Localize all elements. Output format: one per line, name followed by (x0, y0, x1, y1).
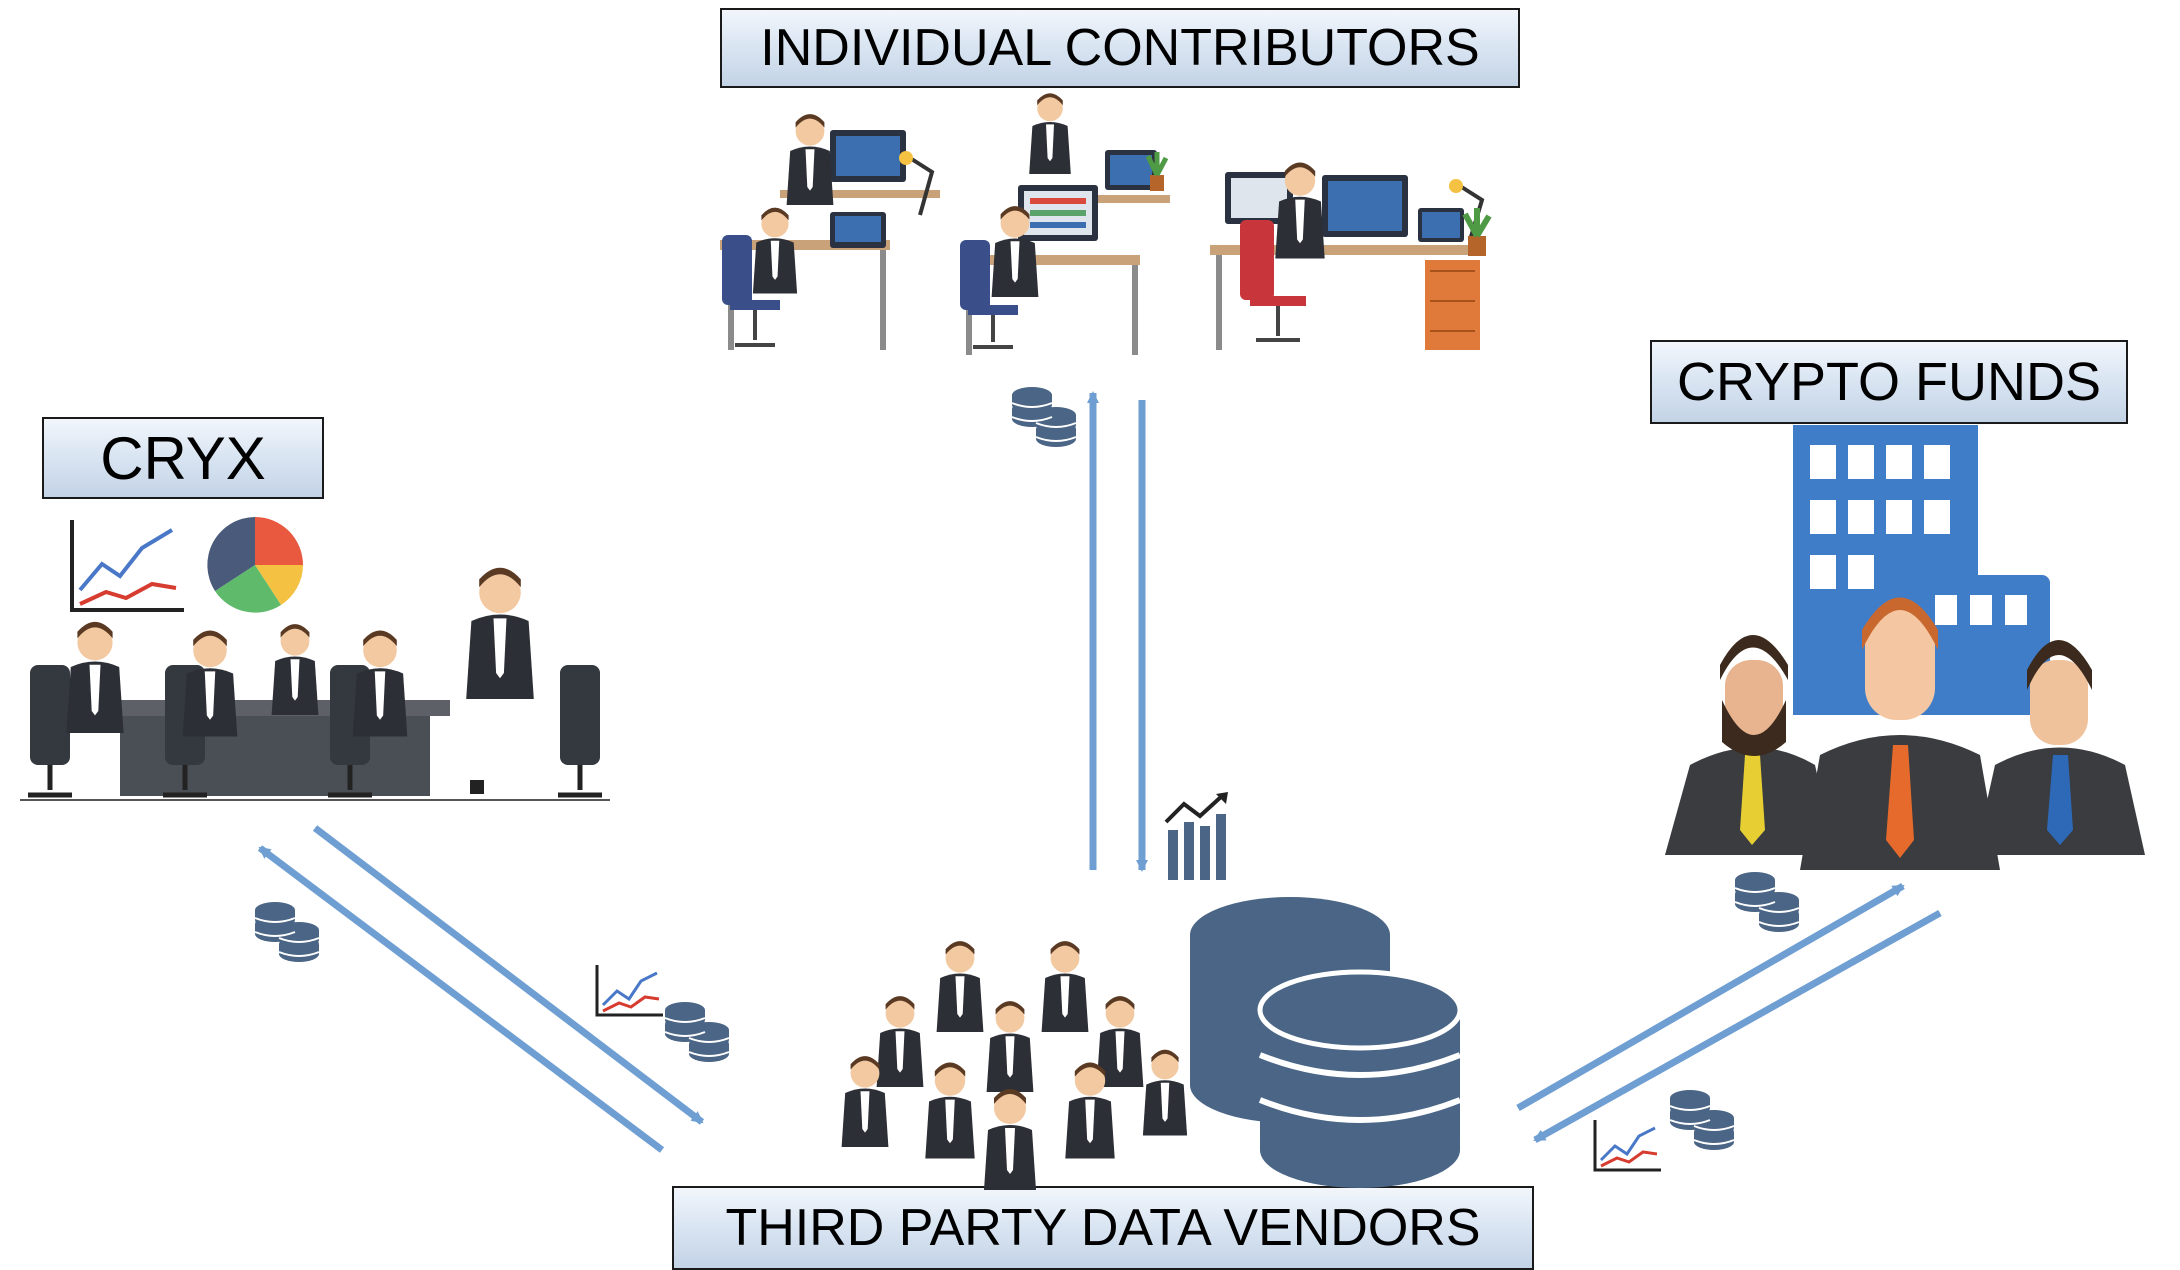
arrow-cryx-to-vendors (312, 825, 705, 1125)
individual-contributors-illustration (720, 93, 1492, 355)
database-stack-icon (254, 901, 320, 963)
crypto-funds-label: CRYPTO FUNDS (1650, 340, 2128, 424)
bar-chart-trend-icon (1164, 792, 1228, 880)
line-chart-icon (70, 520, 184, 612)
database-stack-icon (1011, 386, 1077, 448)
line-chart-icon (1593, 1118, 1663, 1172)
pie-chart-icon (207, 517, 303, 613)
flow-arrows (257, 391, 1942, 1153)
cryx-illustration (20, 517, 610, 801)
individual-contributors-label: INDIVIDUAL CONTRIBUTORS (720, 8, 1520, 88)
database-stack-icon (1669, 1089, 1735, 1151)
arrow-crypto-funds-to-vendors (1533, 909, 1942, 1144)
database-icon (1190, 897, 1463, 1188)
cryx-label: CRYX (42, 417, 324, 499)
line-chart-icon (595, 963, 665, 1017)
database-stack-icon (664, 1001, 730, 1063)
arrow-vendors-to-crypto-funds (1516, 882, 1905, 1112)
arrow-vendors-to-cryx (257, 845, 665, 1153)
database-stack-icon (1734, 871, 1800, 933)
third-party-data-vendors-label: THIRD PARTY DATA VENDORS (672, 1186, 1534, 1270)
crypto-funds-illustration (1665, 425, 2145, 870)
crowd-illustration (841, 941, 1188, 1190)
